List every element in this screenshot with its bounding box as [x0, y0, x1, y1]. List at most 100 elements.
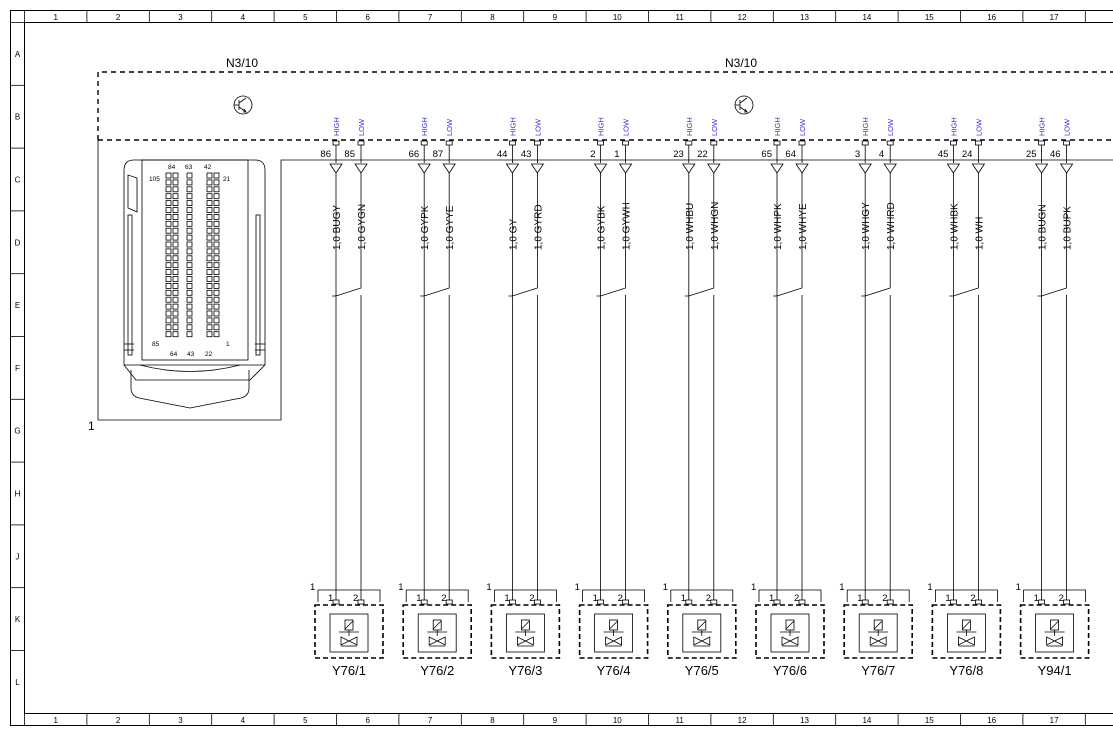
connector-pin — [206, 317, 213, 324]
component-pin-number: 2 — [353, 593, 358, 604]
grid-column-label: 14 — [862, 13, 871, 22]
connector-pin — [186, 193, 193, 200]
valve-boundary — [314, 604, 384, 659]
pin-number-low: 87 — [433, 149, 444, 160]
component-pin-number: 1 — [681, 593, 686, 604]
connector-triangle-icon — [354, 163, 368, 174]
connector-pin — [213, 200, 220, 207]
transistor-icon — [734, 95, 754, 115]
connector-pin — [213, 269, 220, 276]
signal-label-low: LOW — [357, 118, 366, 136]
module-pin-contact — [773, 140, 781, 146]
grid-column-label: 8 — [490, 13, 495, 22]
component-label: Y94/1 — [1038, 663, 1072, 678]
component-pin-contact — [420, 599, 428, 605]
valve-symbol-box — [417, 613, 457, 653]
signal-label-low: LOW — [622, 118, 631, 136]
connector-pin — [213, 179, 220, 186]
connector-triangle-icon — [707, 163, 721, 174]
connector-pin — [172, 269, 179, 276]
wire-label-low: 1,0 GYGN — [357, 204, 368, 250]
connector-pin — [206, 248, 213, 255]
component-item-number: 1 — [398, 582, 403, 593]
signal-label-high: HIGH — [1038, 117, 1047, 136]
connector-pin — [165, 262, 172, 269]
connector-pin — [172, 207, 179, 213]
component-pin-number: 2 — [1059, 593, 1064, 604]
component-pin-contact — [357, 599, 365, 605]
wire-label-low: 1,0 WH — [974, 217, 985, 250]
grid-column-label: 11 — [676, 716, 685, 725]
connector-pin — [165, 303, 172, 310]
grid-column-label: 16 — [987, 716, 996, 725]
pin-number-high: 65 — [761, 149, 772, 160]
svg-text:42: 42 — [204, 164, 212, 171]
module-pin-contact — [622, 140, 629, 146]
connector-pin — [213, 234, 220, 241]
component-pin-contact — [597, 599, 604, 605]
connector-pin — [206, 179, 213, 186]
grid-column-label: 10 — [613, 13, 622, 22]
twisted-pair-icon — [1037, 282, 1067, 297]
connector-triangle-icon — [530, 163, 545, 174]
module-pin-contact — [950, 140, 957, 146]
grid-row-label: L — [15, 678, 20, 687]
connector-pin — [165, 172, 172, 179]
valve-symbol-box — [505, 613, 545, 653]
pin-number-low: 85 — [344, 149, 355, 160]
connector-pin — [186, 234, 193, 241]
component-pin-contact — [1038, 599, 1045, 605]
valve-boundary — [1019, 604, 1090, 659]
diagram-frame — [10, 10, 1113, 726]
connector-pin — [206, 172, 213, 179]
connector-pin — [172, 227, 179, 234]
wire-label-low: 1,0 GYYE — [445, 205, 456, 250]
component-label: Y76/7 — [861, 663, 895, 678]
connector-pin — [172, 331, 179, 338]
component-item-number: 1 — [663, 582, 668, 593]
connector-pin — [186, 276, 193, 282]
grid-column-label: 14 — [862, 716, 871, 725]
wire-label-high: 1,0 BUGY — [332, 205, 343, 250]
pin-number-high: 45 — [938, 149, 949, 160]
connector-pin — [165, 200, 172, 207]
connector-pin — [165, 282, 172, 289]
connector-pin — [206, 262, 213, 269]
valve-boundary — [402, 604, 473, 659]
component-pin-contact — [710, 599, 718, 605]
grid-column-label: 2 — [116, 13, 121, 22]
connector-pin — [213, 220, 220, 227]
component-item-number: 1 — [839, 582, 844, 593]
valve-icon — [781, 636, 799, 646]
valve-boundary — [666, 604, 737, 659]
grid-column-label: 17 — [1050, 716, 1059, 725]
grid-column-label: 16 — [987, 13, 996, 22]
connector-housing — [405, 589, 469, 602]
connector-housing — [1023, 589, 1086, 602]
valve-icon — [1046, 636, 1063, 646]
component-label: Y76/5 — [685, 663, 719, 678]
component-pin-contact — [685, 599, 693, 605]
connector-pin — [213, 282, 220, 289]
connector-pin — [186, 303, 193, 310]
connector-pin — [186, 296, 193, 303]
connector-triangle-icon — [1034, 163, 1049, 174]
connector-pin — [186, 331, 193, 338]
connector-pin — [186, 220, 193, 227]
valve-boundary — [578, 604, 649, 659]
module-pin-contact — [710, 140, 718, 146]
component-item-number: 1 — [751, 582, 756, 593]
valve-boundary — [843, 604, 914, 659]
grid-row-label: J — [16, 552, 20, 561]
connector-pin — [165, 213, 172, 220]
component-pin-number: 1 — [945, 593, 950, 604]
connector-housing — [670, 589, 734, 602]
connector-pin — [206, 220, 213, 227]
connector-pin — [186, 269, 193, 276]
drawing-area-border — [24, 22, 1113, 714]
connector-pin — [206, 296, 213, 303]
